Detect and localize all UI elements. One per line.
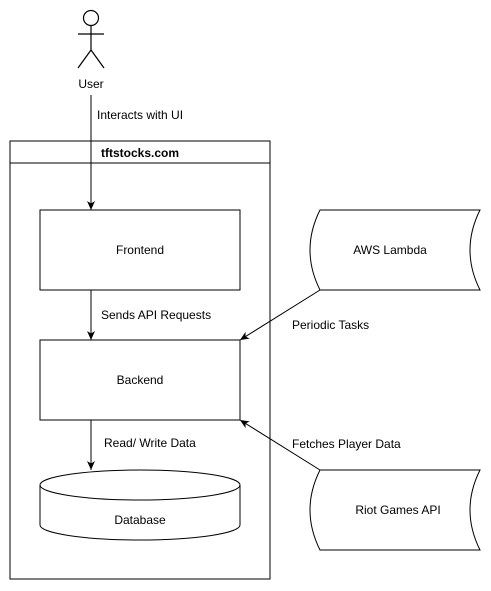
user-label: User <box>78 77 103 91</box>
edge-label-user-to-frontend: Interacts with UI <box>97 108 183 122</box>
edge-label-riot-to-backend: Fetches Player Data <box>292 437 401 451</box>
frontend-box <box>39 209 241 291</box>
database-cylinder-body <box>39 485 241 541</box>
user-actor-head <box>82 9 100 27</box>
edge-riot-to-backend <box>239 419 321 471</box>
edge-label-lambda-to-backend: Periodic Tasks <box>292 318 369 332</box>
user-actor <box>77 9 105 69</box>
frontend-label: Frontend <box>116 243 164 257</box>
database-cylinder-top <box>39 469 241 501</box>
riot-api-shape <box>309 469 481 551</box>
edge-lambda-to-backend <box>239 289 321 341</box>
backend-label: Backend <box>117 373 164 387</box>
database-cylinder <box>39 469 241 541</box>
edge-label-frontend-to-backend: Sends API Requests <box>101 308 211 322</box>
aws-lambda-label: AWS Lambda <box>353 243 427 257</box>
system-container-title: tftstocks.com <box>101 146 179 160</box>
user-actor-leg-right <box>90 49 105 69</box>
database-label: Database <box>114 513 166 527</box>
backend-box <box>39 339 241 421</box>
user-actor-leg-left <box>77 49 92 69</box>
edge-label-backend-to-database: Read/ Write Data <box>104 436 196 450</box>
aws-lambda-shape <box>309 209 481 291</box>
riot-api-label: Riot Games API <box>355 503 440 517</box>
